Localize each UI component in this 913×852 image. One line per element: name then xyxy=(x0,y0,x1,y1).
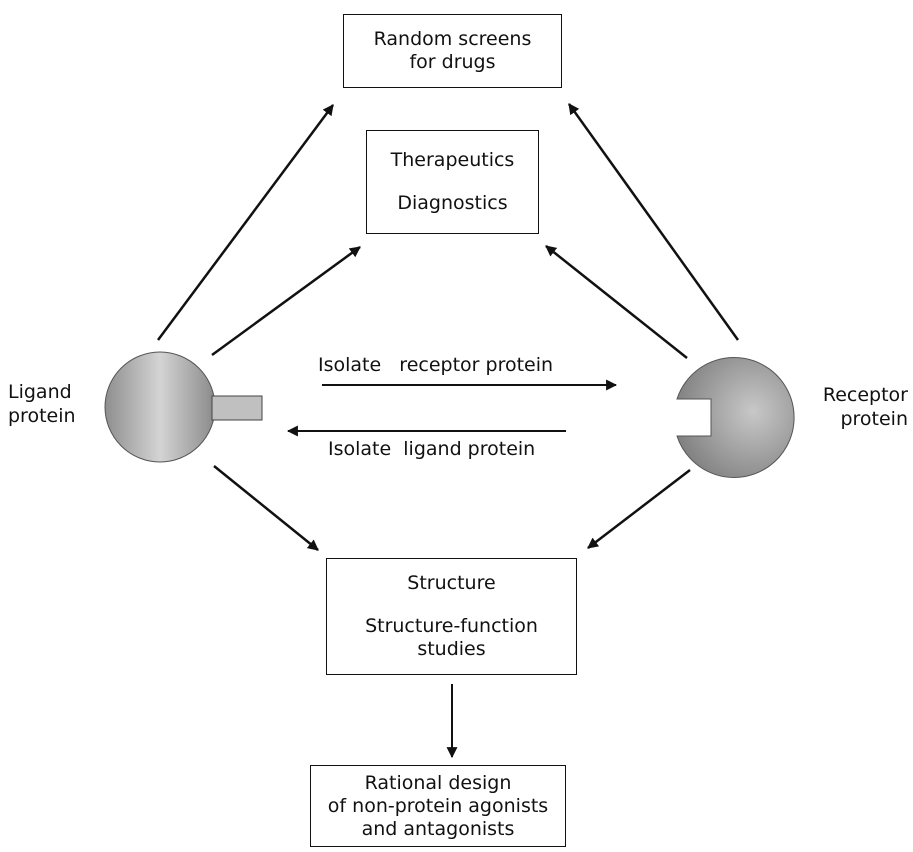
structure-box: Structure Structure-function studies xyxy=(326,558,577,675)
receptor-protein-label: Receptor protein xyxy=(800,383,908,431)
structure-label: Structure xyxy=(407,572,496,594)
rational-design-line-1: Rational design xyxy=(364,771,512,794)
rational-design-line-3: and antagonists xyxy=(361,817,515,840)
ligand-label-line-2: protein xyxy=(8,405,76,427)
ligand-label-line-1: Ligand xyxy=(8,381,72,403)
rational-design-box: Rational design of non-protein agonists … xyxy=(310,765,566,847)
diagnostics-label: Diagnostics xyxy=(397,192,508,214)
random-screens-box: Random screens for drugs xyxy=(343,14,562,88)
ligand-protein-shape xyxy=(104,351,263,463)
therapeutics-label: Therapeutics xyxy=(390,149,515,171)
arrow-receptor-to-structure xyxy=(587,469,691,549)
arrow-receptor-to-therapeutics xyxy=(545,245,688,359)
random-screens-line-1: Random screens xyxy=(373,28,532,50)
isolate-ligand-label: Isolate ligand protein xyxy=(328,438,536,460)
therapeutics-box: Therapeutics Diagnostics xyxy=(366,130,539,234)
arrow-receptor-to-random-screens xyxy=(567,103,740,341)
receptor-protein-shape xyxy=(676,357,795,478)
rational-design-line-2: of non-protein agonists xyxy=(327,794,549,817)
structure-function-label: Structure-function xyxy=(365,615,538,637)
isolate-receptor-label: Isolate receptor protein xyxy=(318,354,554,376)
random-screens-line-2: for drugs xyxy=(409,51,496,73)
arrow-ligand-to-random-screens xyxy=(156,104,335,341)
receptor-label-line-2: protein xyxy=(840,408,908,430)
arrow-ligand-to-structure xyxy=(213,465,319,551)
ligand-protein-label: Ligand protein xyxy=(8,380,76,428)
receptor-label-line-1: Receptor xyxy=(822,384,908,406)
arrow-ligand-to-therapeutics xyxy=(211,245,361,357)
studies-label: studies xyxy=(417,638,486,660)
